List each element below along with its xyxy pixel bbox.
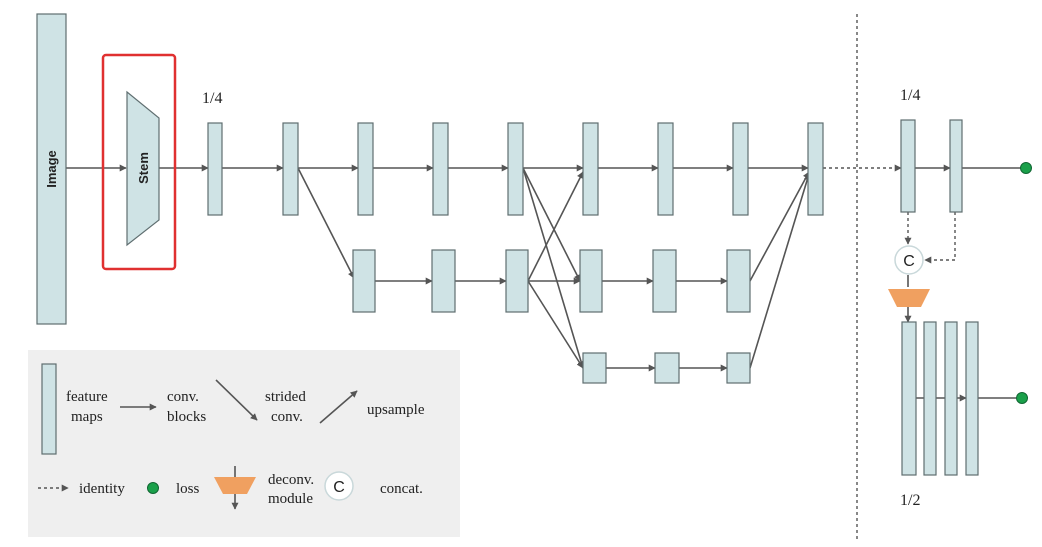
legend-identity: identity	[79, 481, 125, 497]
feature-map	[726, 352, 751, 384]
connections	[66, 164, 1022, 402]
legend-strided-conv-line1: strided	[265, 389, 306, 405]
concat-node	[894, 245, 924, 275]
loss-dot	[1020, 162, 1032, 174]
legend-conv-blocks-line1: conv.	[167, 389, 199, 405]
feature-map	[923, 321, 937, 476]
legend-upsample: upsample	[367, 402, 425, 418]
feature-map	[652, 249, 677, 313]
legend-strided-conv-line2: conv.	[271, 409, 303, 425]
legend-strided-arrow-icon	[215, 379, 258, 421]
scale-label-left-quarter: 1/4	[202, 90, 222, 107]
image-label: Image	[44, 150, 59, 188]
legend-upsample-arrow-icon	[319, 390, 358, 424]
feature-map	[654, 352, 680, 384]
deconv-module	[888, 289, 930, 307]
feature-map	[505, 249, 529, 313]
feature-map	[582, 122, 599, 216]
top-stream	[207, 122, 824, 216]
legend-feature-maps-line1: feature	[66, 389, 108, 405]
legend-concat-icon	[324, 471, 354, 501]
feature-map	[657, 122, 674, 216]
legend: feature maps conv. blocks strided conv. …	[38, 363, 425, 510]
feature-map	[944, 321, 958, 476]
feature-map	[431, 249, 456, 313]
stem-highlight-box	[101, 53, 177, 271]
feature-map	[432, 122, 449, 216]
legend-feature-maps-line2: maps	[71, 409, 103, 425]
legend-loss: loss	[176, 481, 200, 497]
feature-map	[352, 249, 376, 313]
feature-map	[507, 122, 524, 216]
feature-map	[949, 119, 963, 213]
legend-loss-dot-icon	[147, 482, 159, 494]
legend-concat-symbol: C	[333, 479, 345, 496]
feature-map	[357, 122, 374, 216]
feature-map	[282, 122, 299, 216]
scale-label-right-quarter: 1/4	[900, 87, 920, 104]
feature-map	[732, 122, 749, 216]
legend-conv-blocks-line2: blocks	[167, 409, 206, 425]
middle-stream	[352, 249, 751, 313]
input-image-block	[36, 13, 67, 325]
scale-label-right-half: 1/2	[900, 492, 920, 509]
feature-map	[965, 321, 979, 476]
legend-deconv-icon	[214, 466, 256, 510]
feature-map	[901, 321, 917, 476]
stem-label: Stem	[136, 152, 151, 184]
loss-dot	[1016, 392, 1028, 404]
feature-map	[807, 122, 824, 216]
stem-block	[126, 90, 160, 247]
concat-symbol: C	[903, 253, 915, 270]
feature-map	[900, 119, 916, 213]
feature-map	[207, 122, 223, 216]
feature-map	[726, 249, 751, 313]
feature-map	[582, 352, 607, 384]
feature-map	[579, 249, 603, 313]
legend-panel	[28, 350, 460, 537]
legend-deconv-module-line1: deconv.	[268, 472, 314, 488]
legend-deconv-module-line2: module	[268, 491, 313, 507]
legend-concat: concat.	[380, 481, 423, 497]
legend-feature-map-icon	[41, 363, 57, 455]
bottom-stream	[582, 352, 751, 384]
